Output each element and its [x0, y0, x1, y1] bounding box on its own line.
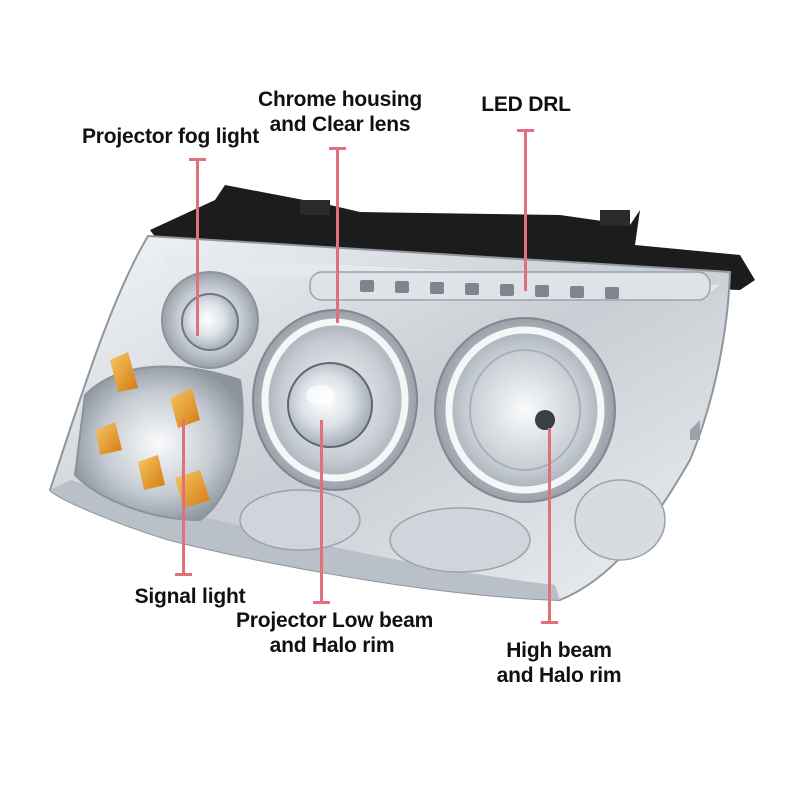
label-signal-light-line1: Signal light — [134, 585, 246, 608]
leader-line-signal — [182, 420, 185, 575]
leader-line-fog — [196, 158, 199, 336]
label-chrome-housing-line2: and Clear lens — [269, 113, 411, 136]
leader-cap-fog — [189, 158, 206, 161]
leader-line-drl — [524, 129, 527, 291]
leader-cap-high — [541, 621, 558, 624]
leader-line-chrome — [336, 147, 339, 323]
label-projector-fog-light: Projector fog light — [82, 124, 260, 149]
label-high-beam-line1: High beam — [506, 639, 612, 662]
label-projector-low-beam-line1: Projector Low beam — [236, 609, 434, 632]
leader-line-low — [320, 420, 323, 603]
label-projector-low-beam-line2: and Halo rim — [269, 634, 395, 657]
label-projector-low-beam: Projector Low beam and Halo rim — [236, 608, 434, 658]
label-chrome-housing-line1: Chrome housing — [258, 88, 423, 111]
leader-cap-signal — [175, 573, 192, 576]
leader-cap-low — [313, 601, 330, 604]
label-high-beam: High beam and Halo rim — [492, 638, 626, 688]
label-high-beam-line2: and Halo rim — [496, 664, 622, 687]
high-beam-reflector — [434, 317, 616, 503]
label-led-drl: LED DRL — [478, 92, 574, 117]
label-led-drl-line1: LED DRL — [481, 93, 571, 116]
fog-projector — [161, 271, 259, 369]
leader-line-high — [548, 428, 551, 623]
label-chrome-housing: Chrome housing and Clear lens — [258, 87, 422, 137]
label-signal-light: Signal light — [128, 584, 252, 609]
low-beam-projector — [252, 309, 418, 491]
label-projector-fog-light-line1: Projector fog light — [82, 125, 260, 148]
leader-cap-drl — [517, 129, 534, 132]
leader-cap-chrome — [329, 147, 346, 150]
led-drl-strip — [309, 271, 711, 301]
